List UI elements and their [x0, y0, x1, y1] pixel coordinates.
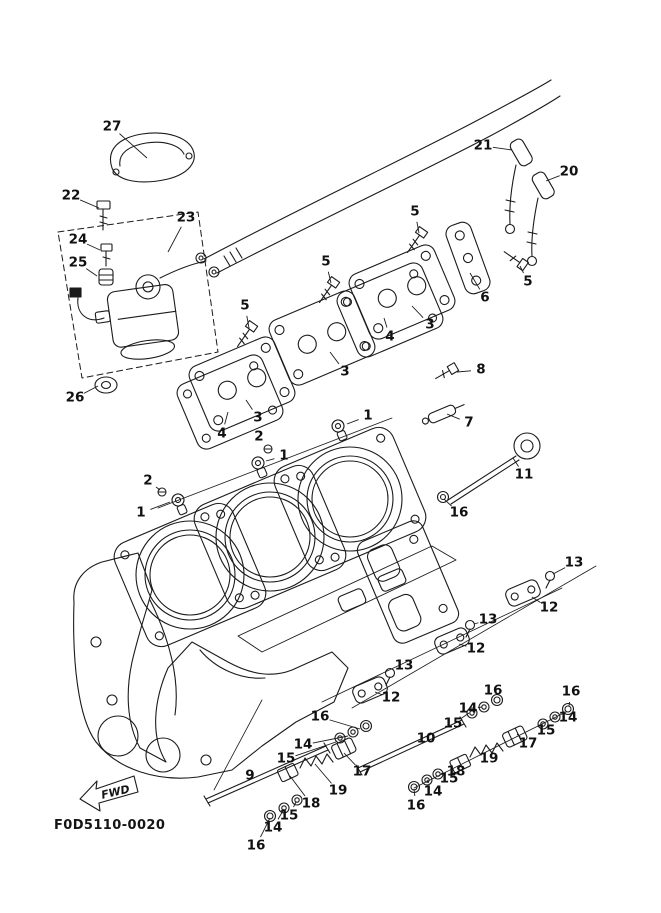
callout-label: 5 [410, 203, 420, 220]
callout-label: 12 [381, 689, 401, 706]
callout-label: 13 [394, 657, 414, 674]
callout-label: 19 [328, 782, 348, 799]
callout-label: 16 [406, 797, 426, 814]
fwd-arrow [79, 775, 139, 812]
callout-label: 20 [559, 163, 579, 180]
pump-small-bolt [100, 243, 113, 267]
callout-label: 14 [293, 736, 313, 753]
callout-label: 21 [473, 137, 493, 154]
lever [321, 565, 597, 709]
callout-label: 5 [240, 297, 250, 314]
callout-label: 15 [536, 722, 556, 739]
callout-label: 13 [564, 554, 584, 571]
callout-label: 16 [449, 504, 469, 521]
pump-valve [98, 268, 114, 286]
callout-label: 1 [136, 504, 146, 521]
callout-label: 14 [423, 783, 443, 800]
callout-label: 23 [176, 209, 196, 226]
callout-label: 25 [68, 254, 88, 271]
callout-label: 4 [385, 328, 395, 345]
callout-label: 4 [217, 425, 227, 442]
sensor-rod-parts [421, 362, 541, 505]
callout-label: 6 [480, 289, 490, 306]
callout-label: 3 [340, 363, 350, 380]
callout-label: 10 [416, 730, 436, 747]
callout-label: 8 [476, 361, 486, 378]
oil-pump-assembly [69, 274, 180, 360]
callout-label: 2 [143, 472, 153, 489]
callout-label: 12 [466, 640, 486, 657]
callout-label: 14 [558, 709, 578, 726]
callout-label: 3 [253, 409, 263, 426]
callout-label: 15 [279, 807, 299, 824]
callout-label: 16 [561, 683, 581, 700]
callout-label: 16 [246, 837, 266, 854]
callout-label: 16 [310, 708, 330, 725]
oil-pump-dashed-outline [57, 211, 219, 379]
callout-label: 9 [245, 767, 255, 784]
carb-plate [188, 244, 456, 432]
diagram-code: F0D5110-0020 [54, 818, 166, 833]
callout-label: 18 [446, 763, 466, 780]
callout-label: 12 [539, 599, 559, 616]
callout-label: 14 [263, 819, 283, 836]
callout-label: 5 [523, 273, 533, 290]
callout-label: 19 [479, 750, 499, 767]
callout-label: 11 [514, 466, 534, 483]
fwd-arrow-label: FWD [100, 783, 131, 802]
callout-label: 15 [439, 770, 459, 787]
callout-label: 24 [68, 231, 88, 248]
callout-label: 2 [254, 428, 264, 445]
callout-label: 14 [458, 700, 478, 717]
callout-label: 7 [464, 414, 474, 431]
callout-label: 17 [352, 763, 372, 780]
throttle-cables [159, 79, 561, 279]
callout-label: 1 [279, 447, 289, 464]
callout-label: 17 [518, 735, 538, 752]
callout-label: 22 [61, 187, 81, 204]
callout-label: 15 [276, 750, 296, 767]
callout-label: 5 [321, 253, 331, 270]
callout-label: 18 [301, 795, 321, 812]
breather-cover [110, 132, 195, 183]
gasket [176, 262, 444, 450]
callout-label: 27 [102, 118, 122, 135]
callout-label: 3 [425, 316, 435, 333]
cable-clamp [157, 417, 393, 516]
cylinder-bore [135, 446, 403, 630]
grommet [94, 376, 118, 394]
callout-label: 15 [443, 715, 463, 732]
callout-label: 16 [483, 682, 503, 699]
cylinder-block [73, 426, 460, 791]
callout-label: 13 [478, 611, 498, 628]
shaft-10-assembly [355, 693, 575, 794]
bolt [236, 226, 529, 347]
callout-label: 26 [65, 389, 85, 406]
bracket [445, 221, 491, 295]
callout-label: 1 [363, 407, 373, 424]
